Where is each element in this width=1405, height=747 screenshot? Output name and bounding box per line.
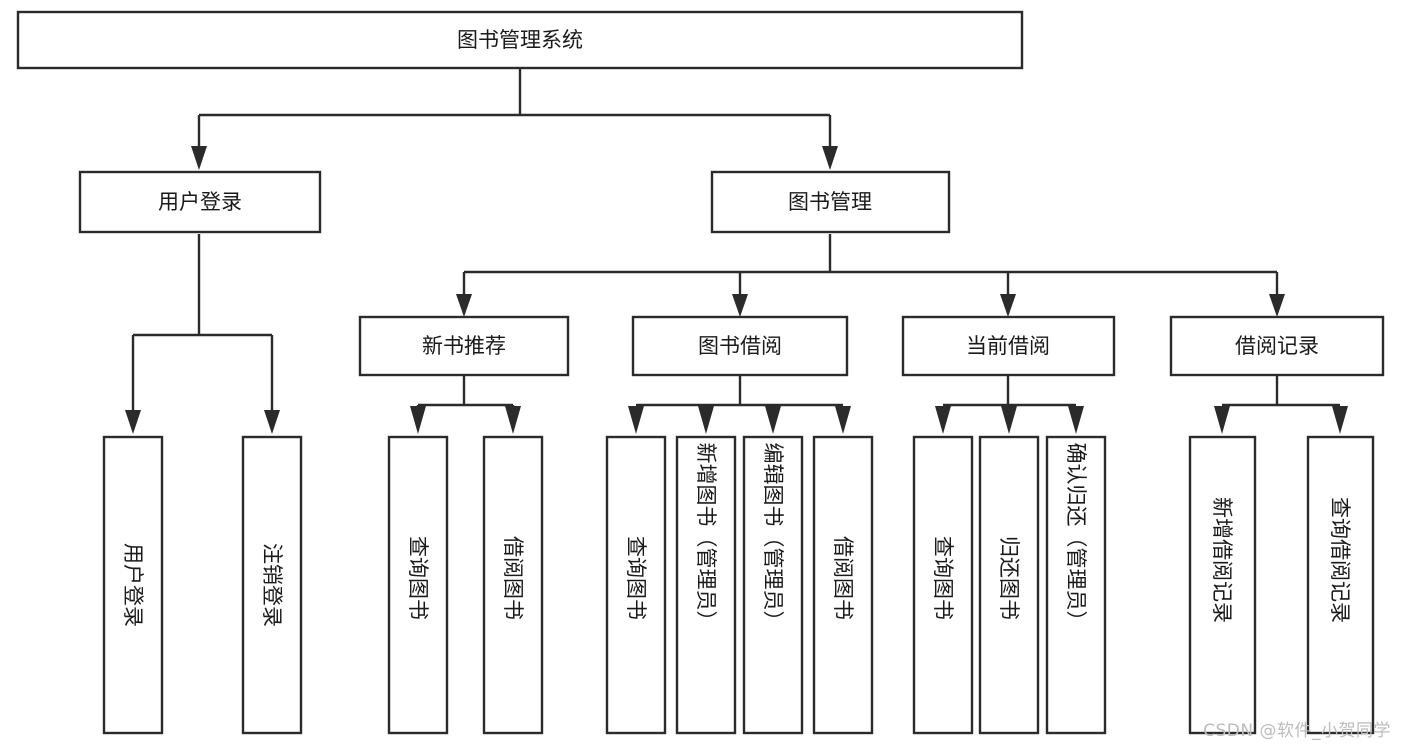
- leaf-query-book-3-label: 查询图书: [931, 536, 955, 620]
- node-current-borrow-box[interactable]: [901, 315, 1116, 377]
- node-borrow-record-label: 借阅记录: [1235, 334, 1319, 358]
- node-book-borrow[interactable]: 图书借阅: [631, 315, 849, 377]
- leaf-query-book-1-box[interactable]: [387, 435, 449, 735]
- arrow-to-user-login: [191, 146, 207, 170]
- csdn-watermark: CSDN @软件_小贺同学: [1203, 721, 1391, 741]
- arrow-leaf-edit-book-admin: [765, 406, 781, 434]
- arrow-leaf-query-book-1: [410, 406, 426, 434]
- node-new-book-recommend-label: 新书推荐: [422, 334, 506, 358]
- leaf-edit-book-admin[interactable]: 编辑图书（管理员）: [742, 435, 804, 735]
- leaf-user-login-box[interactable]: [102, 435, 164, 735]
- leaf-borrow-book-2-box[interactable]: [812, 435, 874, 735]
- leaf-query-book-3-box[interactable]: [912, 435, 974, 735]
- arrow-leaf-borrow-book-1: [505, 406, 521, 434]
- leaf-query-book-2[interactable]: 查询图书: [605, 435, 667, 735]
- leaf-return-book[interactable]: 归还图书: [978, 435, 1040, 735]
- leaf-borrow-book-1-label: 借阅图书: [501, 536, 525, 620]
- leaf-edit-book-admin-box[interactable]: [742, 435, 804, 735]
- arrow-to-new-book-recommend: [456, 294, 472, 317]
- leaf-logout-login[interactable]: 注销登录: [241, 435, 303, 735]
- leaf-borrow-book-2[interactable]: 借阅图书: [812, 435, 874, 735]
- node-user-login-box[interactable]: [78, 170, 322, 234]
- leaf-logout-login-box[interactable]: [241, 435, 303, 735]
- node-book-borrow-label: 图书借阅: [698, 334, 782, 358]
- connector-layer: [125, 68, 1348, 434]
- leaf-user-login-label: 用户登录: [121, 543, 145, 627]
- arrow-leaf-add-book-admin: [698, 406, 714, 434]
- leaf-confirm-return-admin[interactable]: 确认归还（管理员）: [1045, 435, 1107, 735]
- arrow-to-borrow-record: [1269, 294, 1285, 317]
- arrow-leaf-confirm-return-admin: [1068, 406, 1084, 434]
- leaf-confirm-return-admin-label: 确认归还（管理员）: [1064, 443, 1088, 632]
- leaf-add-book-admin[interactable]: 新增图书（管理员）: [675, 435, 737, 735]
- leaf-query-borrow-record-box[interactable]: [1306, 435, 1375, 735]
- node-root-box[interactable]: [16, 10, 1024, 70]
- leaf-borrow-book-2-label: 借阅图书: [831, 536, 855, 620]
- node-book-borrow-box[interactable]: [631, 315, 849, 377]
- arrow-leaf-borrow-book-2: [835, 406, 851, 434]
- arrow-leaf-user-login: [125, 410, 141, 434]
- leaf-borrow-book-1[interactable]: 借阅图书: [482, 435, 544, 735]
- arrow-to-book-borrow: [732, 294, 748, 317]
- leaf-query-book-1-label: 查询图书: [406, 536, 430, 620]
- node-book-management[interactable]: 图书管理: [710, 170, 951, 234]
- leaf-add-book-admin-box[interactable]: [675, 435, 737, 735]
- leaf-add-book-admin-label: 新增图书（管理员）: [694, 443, 718, 632]
- leaf-edit-book-admin-label: 编辑图书（管理员）: [761, 443, 785, 632]
- node-new-book-recommend[interactable]: 新书推荐: [358, 315, 570, 377]
- leaf-add-borrow-record-box[interactable]: [1188, 435, 1257, 735]
- leaf-return-book-box[interactable]: [978, 435, 1040, 735]
- leaf-query-book-3[interactable]: 查询图书: [912, 435, 974, 735]
- node-book-management-box[interactable]: [710, 170, 951, 234]
- node-root[interactable]: 图书管理系统: [16, 10, 1024, 70]
- leaf-logout-login-label: 注销登录: [260, 543, 284, 627]
- arrow-to-current-borrow: [1000, 294, 1016, 317]
- arrow-leaf-query-book-3: [935, 406, 951, 434]
- arrow-leaf-return-book: [1001, 406, 1017, 434]
- node-book-management-label: 图书管理: [788, 190, 872, 214]
- node-user-login[interactable]: 用户登录: [78, 170, 322, 234]
- leaf-user-login[interactable]: 用户登录: [102, 435, 164, 735]
- leaf-query-borrow-record[interactable]: 查询借阅记录: [1306, 435, 1375, 735]
- leaf-query-book-2-label: 查询图书: [624, 536, 648, 620]
- node-new-book-recommend-box[interactable]: [358, 315, 570, 377]
- node-root-label: 图书管理系统: [457, 28, 583, 52]
- node-borrow-record-box[interactable]: [1169, 315, 1385, 377]
- arrow-leaf-query-borrow-record: [1332, 406, 1348, 434]
- leaf-confirm-return-admin-box[interactable]: [1045, 435, 1107, 735]
- leaf-borrow-book-1-box[interactable]: [482, 435, 544, 735]
- leaf-query-borrow-record-label: 查询借阅记录: [1328, 497, 1352, 623]
- node-current-borrow[interactable]: 当前借阅: [901, 315, 1116, 377]
- leaf-query-book-2-box[interactable]: [605, 435, 667, 735]
- leaf-query-book-1[interactable]: 查询图书: [387, 435, 449, 735]
- leaf-add-borrow-record[interactable]: 新增借阅记录: [1188, 435, 1257, 735]
- node-borrow-record[interactable]: 借阅记录: [1169, 315, 1385, 377]
- arrow-leaf-logout-login: [264, 410, 280, 434]
- leaf-add-borrow-record-label: 新增借阅记录: [1210, 497, 1234, 623]
- node-current-borrow-label: 当前借阅: [966, 334, 1050, 358]
- arrow-leaf-query-book-2: [628, 406, 644, 434]
- arrow-leaf-add-borrow-record: [1214, 406, 1230, 434]
- node-user-login-label: 用户登录: [158, 190, 242, 214]
- arrow-to-book-management: [822, 146, 838, 170]
- leaf-return-book-label: 归还图书: [997, 536, 1021, 620]
